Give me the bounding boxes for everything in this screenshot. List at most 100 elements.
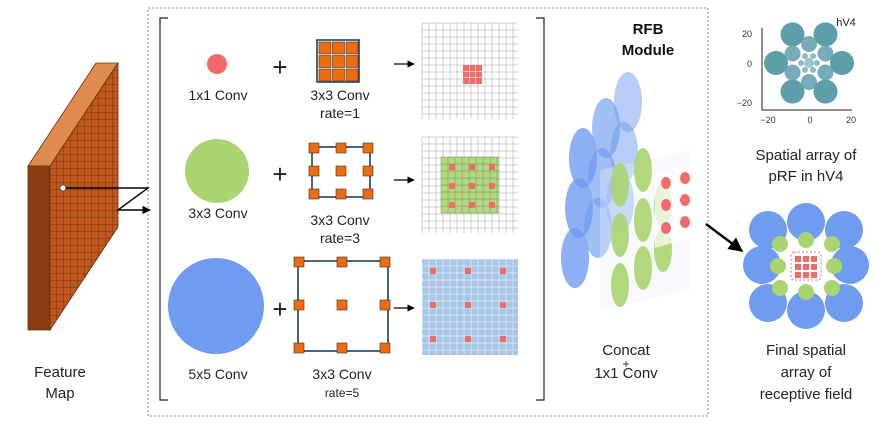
feature-map-label-line2: Map xyxy=(45,385,74,402)
kernel-cell xyxy=(336,342,348,354)
receptive-dot xyxy=(489,164,495,170)
kernel-cell xyxy=(335,165,347,177)
dilated-kernel-rate1 xyxy=(316,39,360,83)
concat-red-dot xyxy=(661,222,671,234)
concat-stack xyxy=(561,72,700,310)
final-green-circle xyxy=(772,236,788,252)
kernel-cell xyxy=(332,68,345,82)
receptive-dot xyxy=(463,78,469,84)
final-green-circle xyxy=(770,258,786,274)
kernel-cell xyxy=(308,142,320,154)
receptive-dot xyxy=(469,164,475,170)
hv4-series-label: hV4 xyxy=(836,17,856,29)
hv4-mid-circle xyxy=(784,45,801,62)
receptive-grid-row2 xyxy=(421,136,518,233)
concat-blue-ellipse xyxy=(565,178,593,238)
kernel-cell xyxy=(335,188,347,200)
concat-green-ellipse xyxy=(634,198,652,242)
kernel-cell xyxy=(362,142,374,154)
kernel-cell xyxy=(318,68,332,82)
receptive-dot xyxy=(469,78,476,84)
receptive-dot xyxy=(449,183,455,189)
hv4-center-circle xyxy=(804,58,814,68)
hv4-outer-circle xyxy=(780,79,805,104)
hv4-ytick-bottom: −20 xyxy=(737,98,752,108)
conv-label-row3: 5x5 Conv xyxy=(188,366,247,382)
hv4-inner-circle xyxy=(814,60,820,66)
kernel-cell xyxy=(332,55,345,68)
kernel-cell xyxy=(362,188,374,200)
concat-blue-ellipse xyxy=(569,128,597,188)
kernel-cell xyxy=(308,165,320,177)
hv4-inner-circle xyxy=(798,60,804,66)
receptive-dot xyxy=(476,71,482,78)
final-red-dot xyxy=(803,256,809,262)
kernel-cell xyxy=(345,68,359,82)
final-red-dot xyxy=(811,256,817,262)
final-green-circle xyxy=(798,284,814,300)
receptive-dot xyxy=(469,183,475,189)
concat-red-dot xyxy=(661,177,671,189)
module-title-line2: Module xyxy=(622,42,675,59)
final-red-dot xyxy=(795,264,801,270)
feature-map-label-line1: Feature xyxy=(34,364,86,381)
conv-1x1-circle xyxy=(207,54,227,74)
hv4-ytick-mid: 0 xyxy=(747,59,752,69)
kernel-cell xyxy=(332,41,345,55)
final-green-circle xyxy=(824,236,840,252)
receptive-dot xyxy=(476,65,482,71)
final-red-dot xyxy=(803,272,809,278)
left-bracket xyxy=(159,17,168,401)
concat-red-dot xyxy=(661,199,671,211)
receptive-dot xyxy=(465,268,471,274)
kernel-cell xyxy=(336,256,348,268)
dilated-label-row2-line2: rate=3 xyxy=(320,230,360,246)
dilated-label-row3-line2: rate=5 xyxy=(325,386,360,400)
final-blue-circle xyxy=(787,203,825,241)
hv4-inner-circle xyxy=(802,53,808,60)
hv4-inner-circle xyxy=(810,66,816,73)
dilated-label-row2-line1: 3x3 Conv xyxy=(310,212,369,228)
concat-green-ellipse xyxy=(611,263,629,307)
conv-label-row1: 1x1 Conv xyxy=(188,87,247,103)
concat-red-dot xyxy=(680,172,690,184)
concat-blue-ellipse xyxy=(561,228,589,288)
feature-map xyxy=(27,61,119,332)
feature-point xyxy=(59,184,67,192)
final-green-circle xyxy=(772,280,788,296)
hv4-plot: hV4 20 0 −20 −20 0 20 xyxy=(737,17,856,125)
kernel-cell xyxy=(345,55,359,68)
receptive-dot xyxy=(500,336,506,342)
right-bracket xyxy=(536,17,545,401)
hv4-outer-circle xyxy=(830,51,854,75)
kernel-cell xyxy=(318,41,332,55)
final-receptive-field xyxy=(743,203,869,329)
concat-green-ellipse xyxy=(634,246,652,290)
kernel-cell xyxy=(293,342,305,354)
kernel-cell xyxy=(379,342,391,354)
receptive-dot xyxy=(430,268,436,274)
final-red-dot xyxy=(795,272,801,278)
concat-red-dot xyxy=(680,194,690,206)
dilated-label-row3-line1: 3x3 Conv xyxy=(312,366,371,382)
kernel-cell xyxy=(293,299,305,311)
hv4-outer-circle xyxy=(780,22,805,47)
receptive-dot xyxy=(500,302,506,308)
receptive-dot xyxy=(469,65,476,71)
kernel-cell xyxy=(362,165,374,177)
dilated-kernel-rate5 xyxy=(293,256,391,354)
dilated-label-row1-line1: 3x3 Conv xyxy=(310,87,369,103)
hv4-inner-circle xyxy=(810,53,816,60)
plus-sign-row2: + xyxy=(272,159,287,189)
final-caption-line1: Final spatial xyxy=(766,342,846,359)
module-title-line1: RFB xyxy=(633,21,664,38)
plus-sign-row3: + xyxy=(272,294,287,324)
hv4-mid-circle xyxy=(801,36,817,52)
final-blue-circle xyxy=(787,291,825,329)
receptive-dot xyxy=(463,71,469,78)
receptive-grid-row1 xyxy=(421,22,518,119)
hv4-xtick-left: −20 xyxy=(760,115,775,125)
concat-label-line2: 1x1 Conv xyxy=(594,365,658,382)
final-red-dot xyxy=(795,256,801,262)
